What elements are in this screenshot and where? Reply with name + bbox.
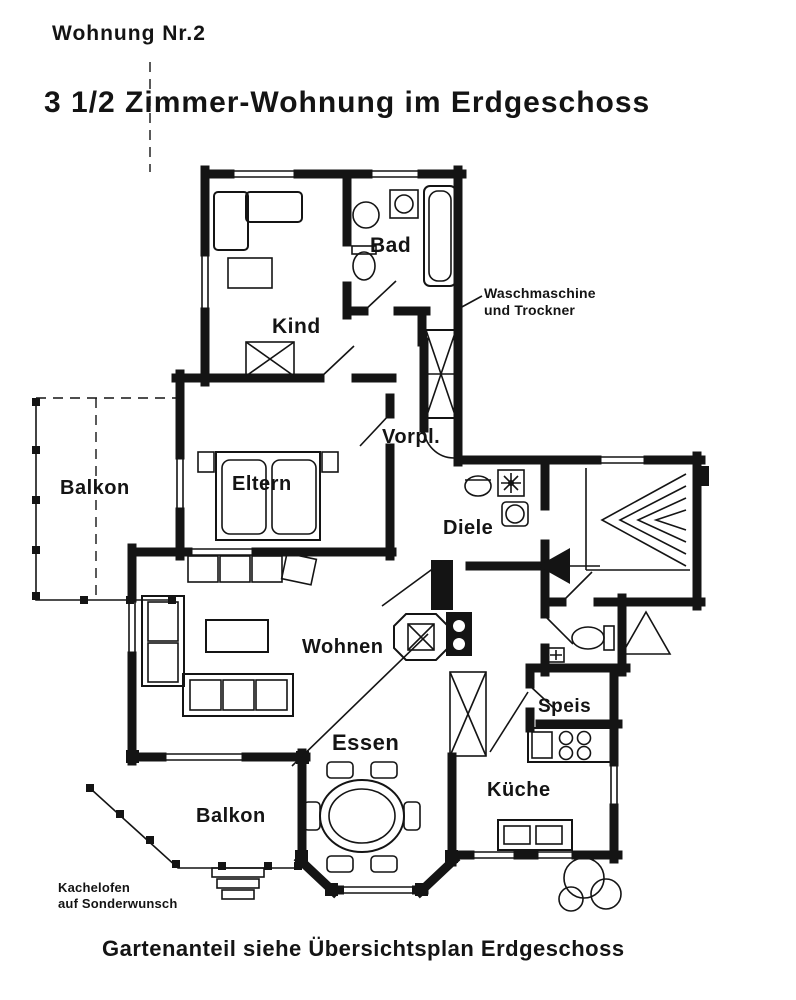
crossed-box <box>245 341 295 377</box>
burner-icon <box>558 745 574 761</box>
toilet-icon <box>351 245 377 255</box>
room-label-kueche: Küche <box>487 779 551 801</box>
garden-steps <box>211 867 265 900</box>
room-label-kind: Kind <box>272 315 321 338</box>
footer-note: Gartenanteil siehe Übersichtsplan Erdges… <box>102 936 625 961</box>
lower-balcony-outline <box>86 784 302 870</box>
washer-annotation-line1: Waschmaschine <box>484 285 596 301</box>
chair-icon <box>370 761 398 779</box>
washing-machine-icon <box>389 189 419 219</box>
chair-icon <box>403 801 421 831</box>
wc-fixtures <box>547 610 672 663</box>
burner-icon <box>558 730 574 746</box>
sofa-icon <box>182 673 294 717</box>
burner-icon <box>576 730 592 746</box>
kitchen-sink-icon <box>531 731 553 759</box>
staircase <box>538 468 690 584</box>
basin-icon <box>352 201 380 229</box>
sofa-icon <box>141 595 185 687</box>
duct-column <box>449 671 487 757</box>
kitchen-counter <box>527 727 615 763</box>
parents-room-furniture <box>197 451 339 541</box>
room-label-bad: Bad <box>370 234 411 257</box>
room-labels: Bad Kind Vorpl. Balkon Eltern Diele Wohn… <box>60 234 591 827</box>
wc-toilet-icon <box>571 626 605 650</box>
round-basin-icon <box>501 501 529 527</box>
door-swings <box>291 280 593 767</box>
hall-fixtures <box>464 469 529 527</box>
room-label-balkon-unten: Balkon <box>196 805 266 827</box>
apartment-number: Wohnung Nr.2 <box>52 22 206 45</box>
kitchen-fixtures <box>497 727 615 851</box>
living-room-furniture <box>141 552 487 757</box>
stairs-direction-arrow <box>538 548 570 584</box>
coffee-table-icon <box>205 619 269 653</box>
dining-furniture <box>303 761 421 873</box>
bathtub-icon <box>423 185 457 287</box>
room-label-vorplatz: Vorpl. <box>382 426 440 448</box>
double-bed-icon <box>215 451 321 541</box>
room-label-diele: Diele <box>443 517 493 539</box>
burner-icon <box>576 745 592 761</box>
room-label-balkon-oben: Balkon <box>60 477 130 499</box>
chair-icon <box>370 855 398 873</box>
room-label-essen: Essen <box>332 730 399 755</box>
room-label-speis: Speis <box>538 696 591 717</box>
dining-table-icon <box>319 779 405 853</box>
chair-icon <box>303 801 321 831</box>
desk-icon <box>227 257 273 289</box>
walls <box>127 165 706 899</box>
bathroom-fixtures <box>351 185 457 419</box>
washer-annotation-line2: und Trockner <box>484 302 575 318</box>
dashed-reference-lines <box>36 62 176 600</box>
tiled-stove-icon <box>393 613 449 661</box>
star-symbol <box>497 469 525 497</box>
stove-annotation-line2: auf Sonderwunsch <box>58 896 178 911</box>
chair-icon <box>326 855 354 873</box>
windows <box>128 170 650 897</box>
wall-piers <box>126 466 709 896</box>
room-label-wohnen: Wohnen <box>302 636 384 658</box>
kid-room-furniture <box>213 191 303 377</box>
annotations: Waschmaschine und Trockner Kachelofen au… <box>58 285 596 911</box>
upper-balcony-outline <box>32 398 176 604</box>
room-label-eltern: Eltern <box>232 473 292 495</box>
wc-sink-icon <box>547 647 565 663</box>
triangle-symbol <box>620 610 672 655</box>
washer-leader-line <box>459 295 483 309</box>
page-title: 3 1/2 Zimmer-Wohnung im Erdgeschoss <box>44 86 651 119</box>
stove-annotation-line1: Kachelofen <box>58 880 130 895</box>
garden-shrub <box>558 857 622 912</box>
chair-icon <box>326 761 354 779</box>
kitchen-counter <box>497 819 573 851</box>
hall-basin-icon <box>464 475 492 497</box>
